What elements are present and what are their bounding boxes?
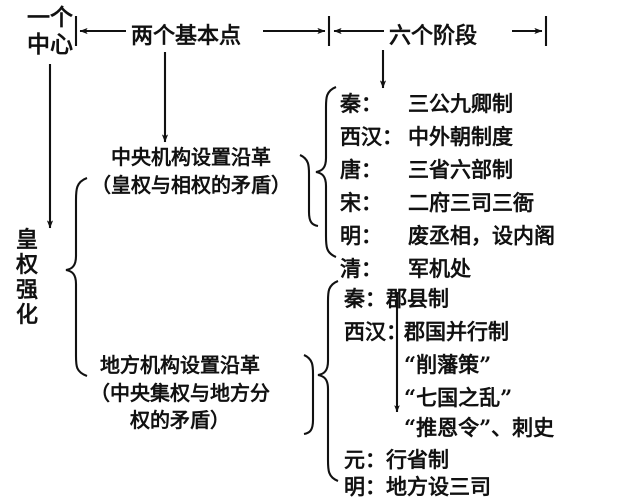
branch-local-title-block: 地方机构设置沿革 （中央集权与地方分 权的矛盾）: [58, 352, 302, 435]
local-entry-xihan-value: 郡国并行制: [404, 316, 509, 346]
entry-dynasty: 秦：: [344, 286, 386, 311]
branch-central-title-block: 中央机构设置沿革 （皇权与相权的矛盾）: [82, 144, 300, 199]
entry-value: “削藩策”: [404, 352, 492, 377]
list-item: 清： 军机处: [340, 253, 555, 286]
entry-dynasty: 秦：: [340, 91, 382, 116]
entry-dynasty: 唐：: [340, 157, 382, 182]
entry-value: 郡县制: [386, 286, 449, 311]
local-entry-yuan: 元：行省制: [344, 444, 449, 474]
list-item: 宋： 二府三司三衙: [340, 187, 555, 220]
list-item: 西汉：中外朝制度: [340, 121, 555, 154]
page-title-center: 一个 中心: [27, 4, 73, 59]
local-entry-qin-dynasty: 秦：郡县制: [344, 283, 449, 313]
entry-dynasty: 元：: [344, 447, 386, 472]
entry-dynasty: 明：: [344, 474, 386, 499]
local-block-rbrace: [303, 354, 315, 436]
local-entry-qiguozhiluan: “七国之乱”: [404, 382, 512, 412]
list-item: 明： 废丞相，设内阁: [340, 220, 555, 253]
local-entry-ming: 明：地方设三司: [344, 471, 491, 501]
entry-value: 三省六部制: [408, 157, 513, 182]
entry-value: 军机处: [408, 256, 471, 281]
central-entries-list: 秦： 三公九卿制 西汉：中外朝制度 唐： 三省六部制 宋： 二府三司三衙 明： 废丞相，…: [340, 88, 555, 286]
branch-local-subtitle: （中央集权与地方分 权的矛盾）: [90, 380, 270, 433]
entry-dynasty: 西汉：: [344, 319, 407, 344]
entry-value: 废丞相，设内阁: [408, 223, 555, 248]
header-two-basic-points: 两个基本点: [131, 23, 242, 49]
list-item: 唐： 三省六部制: [340, 154, 555, 187]
local-entry-xiaofan: “削藩策”: [404, 349, 491, 379]
entry-dynasty: 清：: [340, 256, 382, 281]
entry-value: 行省制: [386, 447, 449, 472]
local-entry-xihan-dynasty: 西汉：: [344, 316, 407, 346]
central-block-rbrace: [299, 154, 319, 228]
list-item: 秦： 三公九卿制: [340, 88, 555, 121]
entry-value: 中外朝制度: [408, 124, 513, 149]
central-list-brace: [315, 86, 337, 258]
entry-value: 地方设三司: [386, 474, 491, 499]
branch-central-title: 中央机构设置沿革: [111, 145, 271, 169]
local-entry-tuienling: “推恩令”、刺史: [404, 412, 554, 442]
entry-value: 郡国并行制: [404, 319, 509, 344]
entry-dynasty: 明：: [340, 223, 382, 248]
left-brace: [65, 177, 88, 377]
branch-local-title: 地方机构设置沿革: [100, 353, 260, 377]
entry-value: 三公九卿制: [408, 91, 513, 116]
entry-dynasty: 西汉：: [340, 124, 403, 149]
header-six-stages: 六个阶段: [389, 23, 478, 49]
entry-value: 二府三司三衙: [408, 190, 534, 215]
entry-value: “推恩令”、刺史: [404, 415, 555, 440]
entry-dynasty: 宋：: [340, 190, 382, 215]
local-list-brace: [317, 280, 339, 482]
branch-central-subtitle: （皇权与相权的矛盾）: [91, 172, 291, 197]
entry-value: “七国之乱”: [404, 385, 513, 410]
node-imperial-power: 皇权强化: [15, 227, 38, 329]
